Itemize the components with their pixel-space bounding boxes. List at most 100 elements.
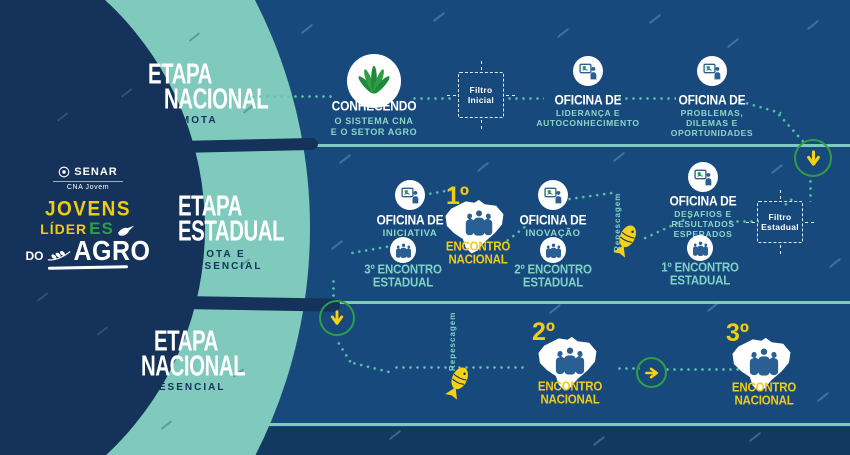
dotted-connector xyxy=(350,361,393,375)
workshop-circle xyxy=(538,180,568,210)
logo-es: ES xyxy=(89,219,114,238)
encounter-label: ENCONTRO xyxy=(445,240,511,254)
filtro-inicial-label: Inicial xyxy=(467,95,495,105)
node-title: OFICINA DE xyxy=(669,193,737,209)
node-3-encontro-estadual: 3º ENCONTRO ESTADUAL xyxy=(347,237,459,290)
encounter-label: NACIONAL xyxy=(734,394,794,408)
dotted-connector xyxy=(411,97,453,100)
crosshair-tick xyxy=(481,120,482,129)
dotted-connector xyxy=(332,278,335,302)
node-subtitle: OPORTUNIDADES xyxy=(670,128,754,138)
senar-logo: SENAR xyxy=(24,166,152,178)
dotted-connector xyxy=(250,95,332,98)
flow-right-arrow-circle xyxy=(636,357,667,388)
node-1-encontro-nacional: 1º ENCONTRO NACIONAL xyxy=(430,184,526,280)
workshop-icon xyxy=(400,185,420,205)
workshop-icon xyxy=(702,61,722,81)
squiggle-mark xyxy=(828,257,842,269)
stage-title-line: NACIONAL xyxy=(141,350,246,383)
crosshair-tick xyxy=(481,61,482,70)
squiggle-mark xyxy=(338,153,352,165)
flow-down-arrow-circle-left xyxy=(319,300,355,336)
squiggle-mark xyxy=(556,27,570,39)
encounter-label: 1º ENCONTRO xyxy=(661,261,739,275)
node-title: OFICINA DE xyxy=(519,212,587,228)
stage-title-line: ETAPA xyxy=(178,190,242,223)
cna-logo-circle xyxy=(347,54,401,108)
down-arrow-icon xyxy=(804,149,823,168)
dotted-connector xyxy=(664,368,740,371)
group-icon xyxy=(554,346,586,375)
filtro-estadual-label: Filtro xyxy=(768,212,792,222)
flow-down-arrow-circle-right xyxy=(794,139,832,177)
squiggle-mark xyxy=(648,13,662,25)
encounter-label: NACIONAL xyxy=(448,253,508,267)
squiggle-mark xyxy=(726,37,740,49)
node-2-encontro-nacional: 2º ENCONTRO NACIONAL xyxy=(518,320,622,412)
stage-title-line: ESTADUAL xyxy=(178,215,285,248)
node-conhecendo-sistema-cna: CONHECENDO O SISTEMA CNA E O SETOR AGRO xyxy=(314,52,434,152)
node-subtitle: INOVAÇÃO xyxy=(525,228,581,239)
workshop-circle xyxy=(395,180,425,210)
node-title: OFICINA DE xyxy=(376,212,444,228)
dotted-connector xyxy=(809,178,812,202)
fish-icon-bottom xyxy=(440,372,476,392)
row-divider-line-2 xyxy=(300,301,850,304)
encounter-number: 2º xyxy=(532,318,556,346)
node-subtitle: O SISTEMA CNA xyxy=(334,116,414,126)
dotted-connector xyxy=(616,367,640,370)
encounter-label: 3º ENCONTRO xyxy=(364,263,442,277)
dotted-connector xyxy=(393,366,525,369)
node-oficina-iniciativa: OFICINA DE INICIATIVA xyxy=(352,180,468,239)
encounter-label: ENCONTRO xyxy=(731,381,797,395)
encounter-label: NACIONAL xyxy=(540,393,600,407)
squiggle-mark xyxy=(770,163,784,175)
node-subtitle: INICIATIVA xyxy=(382,228,438,239)
crosshair-tick xyxy=(780,245,781,254)
node-subtitle: AUTOCONHECIMENTO xyxy=(536,118,640,128)
stage-title-line: ETAPA xyxy=(148,58,212,91)
senar-emblem-icon xyxy=(58,166,70,178)
fish-icon-middle xyxy=(608,230,644,250)
logo-do: DO xyxy=(25,249,44,263)
workshop-icon xyxy=(543,185,563,205)
crosshair-tick xyxy=(506,95,515,96)
group-icon xyxy=(692,241,709,256)
wheat-icon xyxy=(47,249,71,261)
squiggle-mark xyxy=(612,151,626,163)
logo-jovens: JOVENS xyxy=(44,197,132,221)
node-subtitle: LIDERANÇA E xyxy=(555,108,621,118)
encounter-label: ESTADUAL xyxy=(669,274,731,288)
node-title: OFICINA DE xyxy=(678,92,746,108)
logo-agro-line: DO AGRO xyxy=(24,237,152,265)
node-subtitle: DILEMAS E xyxy=(686,118,738,128)
right-arrow-icon xyxy=(644,365,660,381)
stage-subtitle: PRESENCIAL xyxy=(178,261,263,272)
workshop-circle xyxy=(697,56,727,86)
squiggle-mark xyxy=(432,11,446,23)
squiggle-mark xyxy=(330,239,344,251)
stage-subtitle: REMOTA xyxy=(163,115,218,126)
node-oficina-inovacao: OFICINA DE INOVAÇÃO xyxy=(495,180,611,239)
node-subtitle: DESAFIOS E xyxy=(674,209,732,219)
stage-title-line: ETAPA xyxy=(154,325,218,358)
node-oficina-problemas: OFICINA DE PROBLEMAS, DILEMAS E OPORTUNI… xyxy=(654,56,770,142)
squiggle-mark xyxy=(806,19,820,31)
encounter-number: 1º xyxy=(446,182,470,210)
group-circle xyxy=(687,235,713,261)
group-icon xyxy=(748,347,780,376)
node-title: OFICINA DE xyxy=(554,92,622,108)
node-title: CONHECENDO xyxy=(331,98,417,114)
senar-label: SENAR xyxy=(74,166,118,178)
cna-jovem-label: CNA Jovem xyxy=(66,184,110,191)
program-logo: SENAR CNA Jovem JOVENS LÍDER ES DO AGRO xyxy=(24,166,152,270)
node-oficina-desafios: OFICINA DE DESAFIOS E RESULTADOS ESPERAD… xyxy=(644,162,762,239)
logo-lider: LÍDER xyxy=(40,221,88,237)
crosshair-tick xyxy=(746,222,755,223)
down-arrow-icon xyxy=(328,309,346,327)
cna-logo-icon xyxy=(355,62,393,100)
group-icon xyxy=(464,209,494,236)
node-1-encontro-estadual: 1º ENCONTRO ESTADUAL xyxy=(644,235,756,288)
node-subtitle: PROBLEMAS, xyxy=(680,108,744,118)
node-subtitle: ESPERADOS xyxy=(673,229,733,239)
